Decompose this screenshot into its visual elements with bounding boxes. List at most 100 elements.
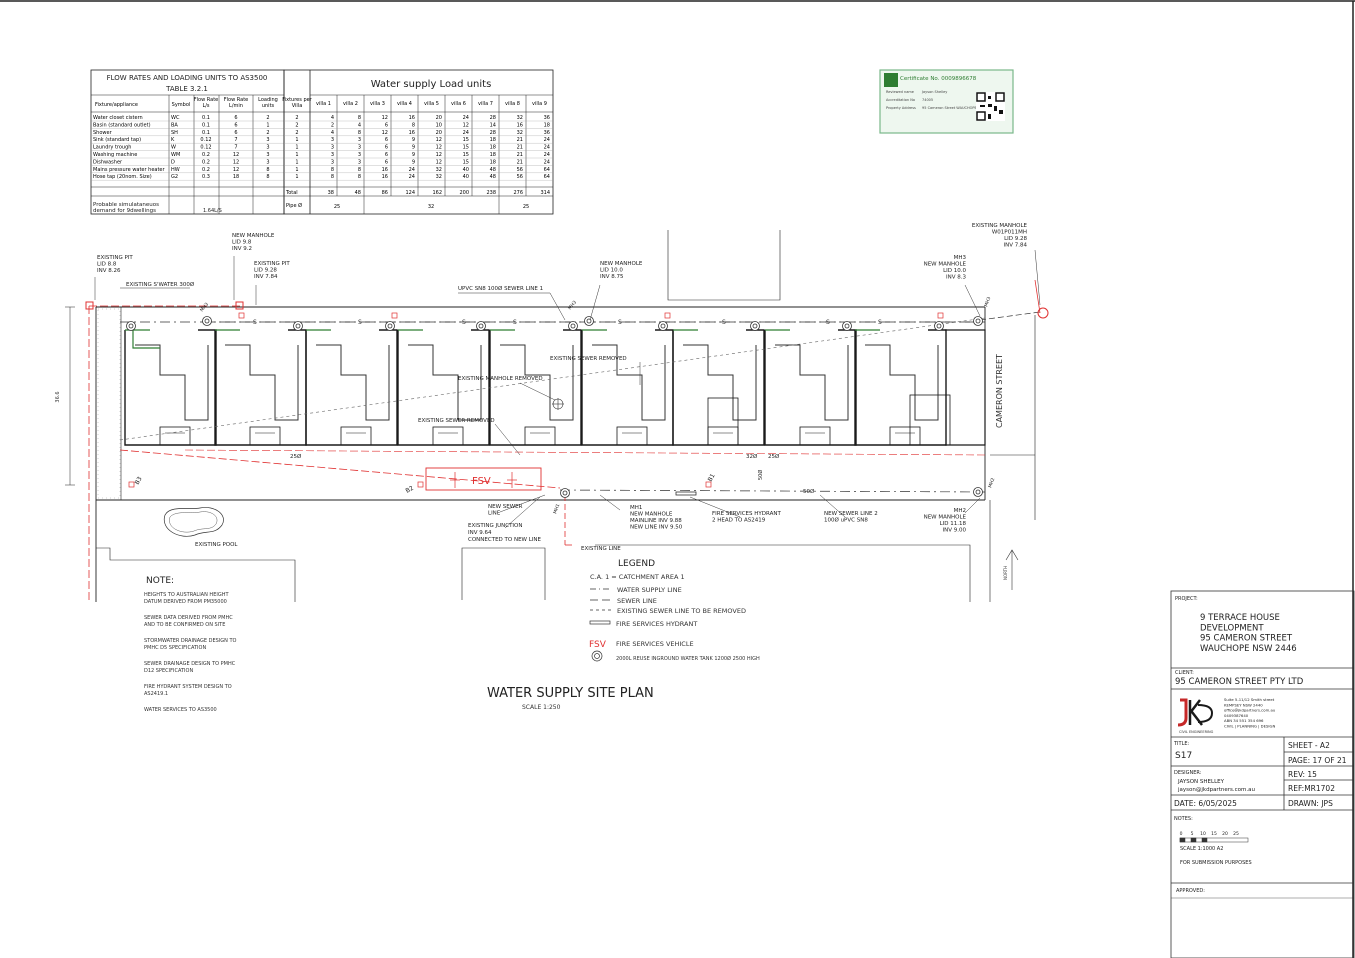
north-arrow-icon	[1005, 549, 1019, 590]
flow-table-cell: 6	[234, 115, 237, 121]
load-cell: 28	[490, 130, 496, 136]
manhole-inner	[562, 490, 568, 496]
flow-table-cell: 0.1	[202, 130, 210, 136]
reference: REF:MR1702	[1288, 784, 1335, 793]
load-cell: 18	[490, 152, 496, 158]
sheet-size: SHEET - A2	[1288, 741, 1330, 750]
legend-symbols	[589, 588, 612, 662]
flow-table-cell: 2	[266, 130, 269, 136]
new-manhole-label: INV 9.2	[232, 246, 252, 252]
villa-outline	[581, 329, 674, 446]
load-total: 38	[328, 190, 334, 196]
mh2-label: INV 9.00	[943, 528, 967, 534]
villa-outline	[764, 329, 857, 446]
flow-table-cell: 1	[295, 159, 298, 165]
load-cell: 48	[490, 167, 496, 173]
manhole-removed-label: EXISTING MANHOLE REMOVED	[458, 376, 543, 382]
demand-value: 1.64L/S	[203, 208, 222, 214]
flow-table-cell: D	[171, 159, 175, 165]
fsv-truck-icon	[450, 472, 517, 488]
manhole-inner	[660, 323, 666, 329]
company-info: office@jkdpartners.com.au	[1224, 708, 1276, 713]
total-label: Total	[285, 190, 298, 196]
title-label: TITLE:	[1173, 741, 1190, 747]
existing-line-label: EXISTING LINE	[581, 546, 621, 552]
load-cell: 12	[436, 152, 442, 158]
scale-tick: 15	[1211, 831, 1217, 837]
mh2-label: MH2	[954, 508, 966, 514]
legend-title: LEGEND	[618, 559, 655, 569]
project-name: 9 TERRACE HOUSE	[1200, 613, 1280, 623]
villa-header: villa 4	[397, 101, 412, 107]
scale-tick: 25	[1233, 831, 1239, 837]
note-line: D12 SPECIFICATION	[144, 668, 193, 674]
villa-outline	[489, 329, 582, 446]
sewer-symbol: S	[722, 319, 726, 326]
load-cell: 12	[436, 159, 442, 165]
load-cell: 8	[358, 174, 361, 180]
water-supply-lines	[88, 279, 1041, 602]
load-total: 86	[382, 190, 388, 196]
page-number: PAGE: 17 OF 21	[1288, 756, 1347, 765]
villa-header: villa 1	[316, 101, 331, 107]
plan-title: WATER SUPPLY SITE PLAN	[487, 686, 654, 701]
load-cell: 12	[463, 122, 469, 128]
scale-text: SCALE 1:1000 A2	[1180, 846, 1223, 852]
flow-table-cell: Mains pressure water heater	[93, 167, 165, 173]
mh3-label: NEW MANHOLE	[924, 262, 967, 268]
load-cell: 32	[436, 174, 442, 180]
flow-table-cell: 3	[266, 152, 269, 158]
project-name: WAUCHOPE NSW 2446	[1200, 644, 1297, 654]
existing-pit-label: LID 9.28	[254, 268, 277, 274]
title-block	[1170, 590, 1355, 958]
load-cell: 3	[358, 152, 361, 158]
pipe-size: 25	[523, 204, 529, 210]
designer-email: jayson@jkdpartners.com.au	[1177, 787, 1255, 793]
scale-tick: 5	[1191, 831, 1194, 837]
flow-table-cell: 8	[266, 167, 269, 173]
flow-table-cell: 1	[295, 137, 298, 143]
load-cell: 24	[409, 167, 415, 173]
load-cell: 36	[544, 130, 550, 136]
load-cell: 21	[517, 159, 523, 165]
legend-item: EXISTING SEWER LINE TO BE REMOVED	[617, 607, 746, 615]
flow-table-cell: K	[171, 137, 175, 143]
flow-table-cell: 0.3	[202, 174, 210, 180]
note-line: AND TO BE CONFIRMED ON SITE	[144, 622, 225, 628]
existing-pool	[163, 507, 224, 537]
project-name: DEVELOPMENT	[1200, 623, 1264, 633]
villa-header: villa 7	[478, 101, 493, 107]
flow-table-cell: 0.2	[202, 159, 210, 165]
legend-fsv-symbol: FSV	[589, 640, 607, 650]
load-cell: 32	[517, 130, 523, 136]
existing-manhole-removed-icon	[552, 398, 564, 410]
load-cell: 6	[385, 152, 388, 158]
load-cell: 20	[436, 130, 442, 136]
date: DATE: 6/05/2025	[1174, 799, 1237, 808]
flow-table-cell: 1	[295, 174, 298, 180]
manhole-inner	[975, 318, 981, 324]
pipe-size: 25	[334, 204, 340, 210]
load-cell: 18	[490, 159, 496, 165]
flow-table-cell: 12	[233, 167, 239, 173]
load-cell: 18	[544, 122, 550, 128]
sewer-symbol: S	[513, 319, 517, 326]
load-cell: 56	[517, 167, 523, 173]
load-cell: 15	[463, 137, 469, 143]
flow-table-cell: 0.2	[202, 152, 210, 158]
flow-table-cell: 7	[234, 137, 237, 143]
cert-label-3: Property Address	[886, 106, 916, 110]
load-cell: 16	[382, 174, 388, 180]
mh1-label: NEW LINE INV 9.50	[630, 525, 683, 531]
villa-header: villa 8	[505, 101, 520, 107]
load-cell: 4	[331, 115, 334, 121]
flow-table-cell: 2	[295, 115, 298, 121]
villa-outline	[214, 329, 307, 446]
flow-table-cell: 12	[233, 159, 239, 165]
load-cell: 15	[463, 145, 469, 151]
flow-table-cell: 7	[234, 145, 237, 151]
flow-table-title: FLOW RATES AND LOADING UNITS TO AS3500	[107, 74, 268, 82]
